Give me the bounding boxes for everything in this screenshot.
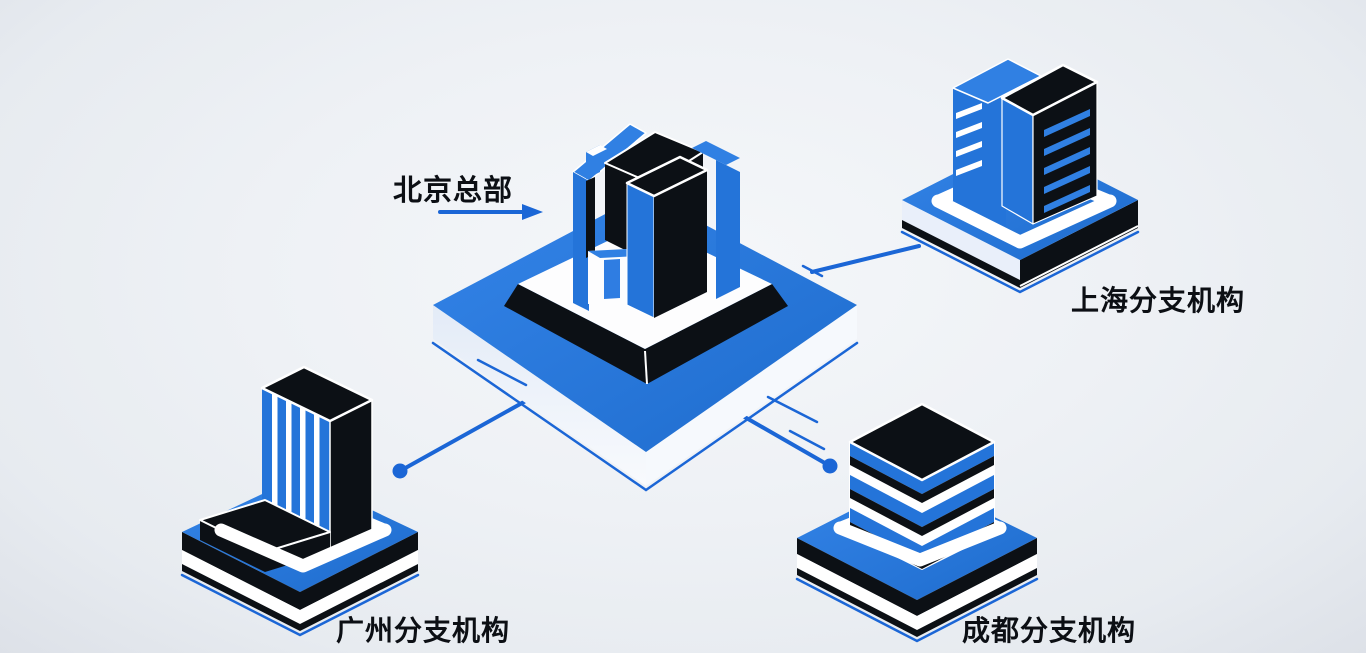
arrowhead-icon (522, 204, 543, 220)
shanghai-branch-node (900, 58, 1140, 294)
cd-platform-left-side (797, 538, 917, 616)
hub-platform-right-side (646, 305, 857, 486)
sh-blue-tower (952, 58, 1042, 228)
sh-platform-left-lip (902, 220, 1020, 288)
hub-white-building-roof (588, 249, 639, 258)
guangzhou-branch-node (180, 365, 420, 637)
hub-slab-step-top (586, 145, 607, 156)
sh-black-tower-roof (1000, 63, 1099, 117)
connector-hub-shanghai (810, 244, 921, 274)
hub-platform-underline (431, 341, 859, 492)
gz-platform-left-side (182, 532, 300, 610)
connector-hub-chengdu (727, 406, 832, 468)
chengdu-label: 成都分支机构 (962, 615, 1137, 646)
hub-blue-slab-face (573, 172, 589, 311)
hub-pedestal-corner-line (644, 350, 648, 385)
cd-stack-roof (848, 402, 996, 482)
connectors (392, 204, 921, 479)
hub-tower-roof (625, 155, 709, 198)
beijing-hq-node (431, 123, 859, 492)
gz-platform-underline (180, 573, 420, 637)
sh-platform-right-side (1020, 200, 1138, 288)
connector-endpoint-dot-chengdu (822, 458, 838, 474)
hub-building-door (604, 259, 620, 299)
cd-platform-white-band (797, 554, 1037, 630)
gz-path-ring-front (214, 523, 392, 573)
hub-buildings (572, 123, 740, 319)
gz-platform-right-side (300, 532, 418, 610)
hub-tower-left-face (626, 182, 655, 319)
cd-stacked-building (848, 402, 996, 570)
sh-black-tower-left-face (1001, 97, 1034, 225)
gz-tower-stripes (272, 393, 320, 554)
hub-decor-dashes (476, 264, 826, 451)
shanghai-label: 上海分支机构 (1071, 285, 1246, 316)
connector-endpoint-dot-guangzhou (392, 463, 408, 479)
cd-platform-underline (795, 577, 1039, 643)
chengdu-branch-node (795, 402, 1039, 643)
sh-black-tower-windows (1044, 109, 1090, 213)
hub-right-slab-face (716, 160, 740, 299)
gz-platform-white-band (182, 550, 418, 624)
sh-path-ring-front (931, 194, 1117, 249)
cd-platform-right-side (917, 538, 1037, 616)
sh-platform-right-edge (1019, 225, 1139, 287)
sh-platform-underline (900, 230, 1140, 294)
connector-hub-guangzhou (398, 391, 542, 473)
hub-tower-right-face (654, 170, 707, 318)
hub-label-arrow (438, 204, 543, 220)
sh-black-tower (1000, 63, 1099, 225)
hub-label: 北京总部 (393, 175, 514, 207)
sh-blue-tower-windows (956, 103, 982, 176)
hub-blue-slab-edge (586, 177, 595, 258)
guangzhou-label: 广州分支机构 (336, 615, 511, 646)
hub-right-slab-roof (692, 141, 740, 165)
cd-path-ring-front (833, 521, 1007, 567)
hub-platform-left-side (433, 305, 646, 486)
gz-tower-roof (260, 365, 374, 423)
